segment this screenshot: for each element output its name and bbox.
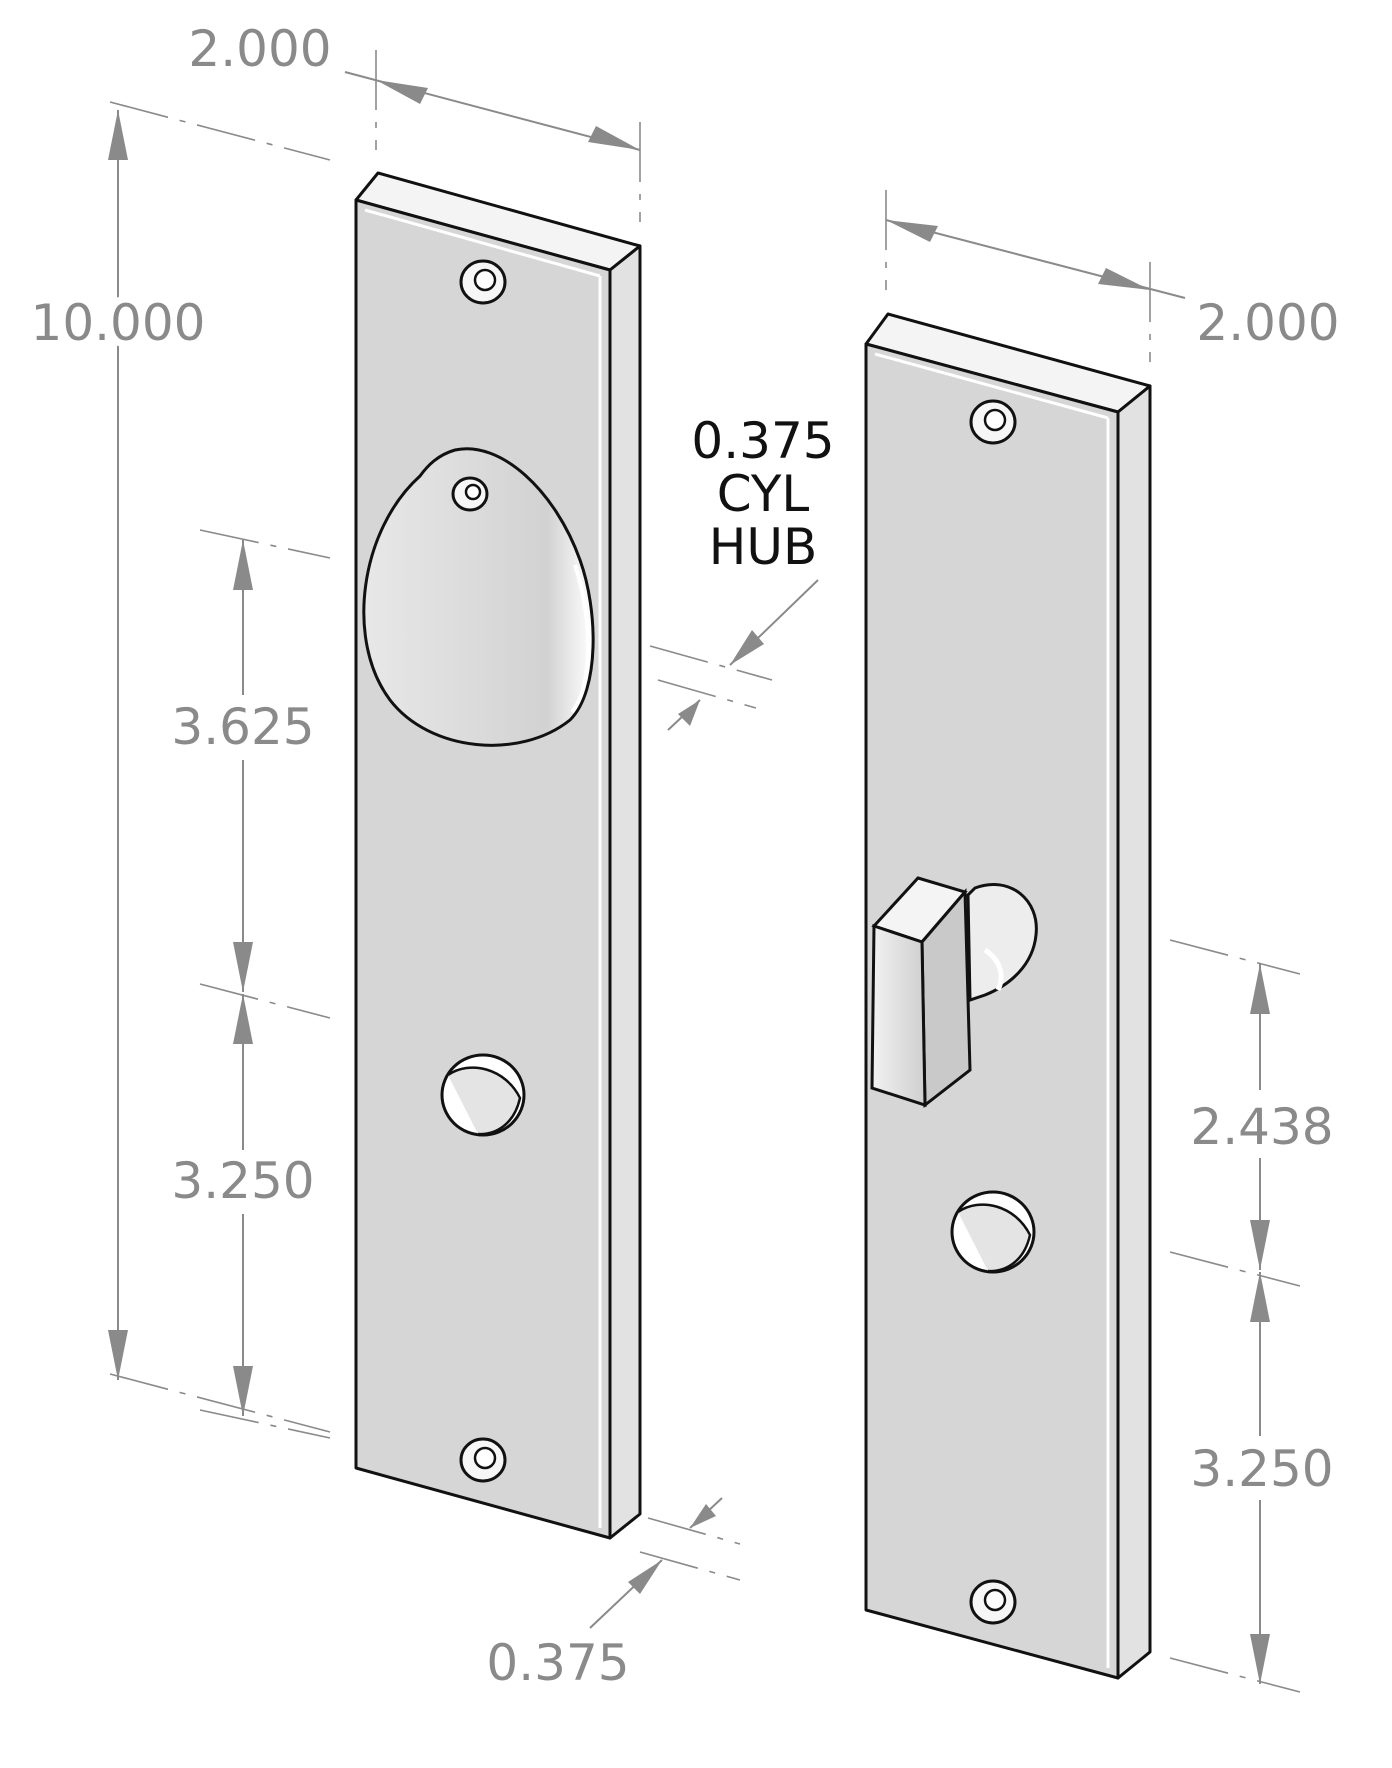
right-lower-spacing-label: 3.250 xyxy=(1190,1440,1333,1498)
overall-height-dimension xyxy=(108,101,331,1433)
plate-thickness-dimension xyxy=(589,1497,741,1629)
callout-line-1: 0.375 xyxy=(691,412,834,470)
right-width-label: 2.000 xyxy=(1196,294,1339,352)
right-cylinder-hole xyxy=(950,1190,1036,1274)
callout-line-3: HUB xyxy=(709,518,818,576)
left-lower-spacing-label: 3.250 xyxy=(171,1152,314,1210)
overall-height-label: 10.000 xyxy=(31,294,206,352)
right-lower-spacing-dimension xyxy=(1169,1272,1301,1693)
plate-thickness-label: 0.375 xyxy=(486,1634,629,1692)
left-cylinder-hole xyxy=(440,1053,526,1137)
left-top-screw-hole xyxy=(459,259,507,305)
left-lower-spacing-dimension xyxy=(199,994,331,1439)
right-plate-front-face xyxy=(864,342,1120,1680)
left-plate-side-face xyxy=(608,244,642,1540)
left-plate-front-face xyxy=(354,198,612,1540)
callout-line-2: CYL xyxy=(717,465,810,523)
left-upper-spacing-label: 3.625 xyxy=(171,698,314,756)
left-bottom-screw-hole xyxy=(459,1437,507,1483)
cyl-hub-dimension xyxy=(649,579,819,731)
left-escutcheon-plate xyxy=(354,171,642,1540)
left-upper-spacing-dimension xyxy=(199,529,331,1019)
right-bottom-screw-hole xyxy=(969,1579,1017,1625)
right-upper-spacing-label: 2.438 xyxy=(1190,1098,1333,1156)
right-upper-spacing-dimension xyxy=(1169,939,1301,1287)
right-plate-side-face xyxy=(1116,384,1152,1680)
right-thumb-turn xyxy=(870,876,1038,1109)
right-top-screw-hole xyxy=(969,399,1017,445)
left-plate-bevel xyxy=(364,208,601,278)
right-escutcheon-plate xyxy=(864,312,1152,1680)
right-width-dimension xyxy=(885,190,1186,362)
left-cylinder-hub xyxy=(362,447,595,747)
left-width-label: 2.000 xyxy=(188,20,331,78)
right-plate-bevel xyxy=(874,352,1109,420)
left-width-dimension xyxy=(344,50,641,222)
